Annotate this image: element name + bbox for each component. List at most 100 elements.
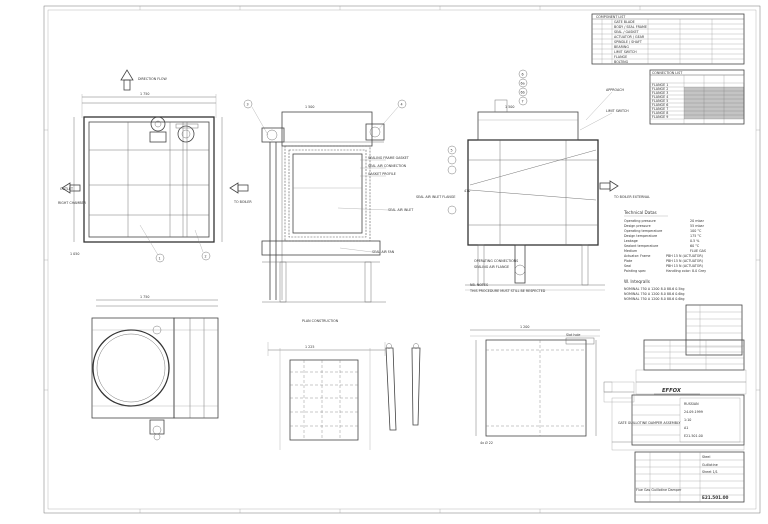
connection-list-title: CONNECTION LIST [652,71,683,75]
svg-text:6: 6 [522,73,524,77]
svg-text:SEAL AIR INLET FLANGE: SEAL AIR INLET FLANGE [416,195,455,199]
svg-text:1 200: 1 200 [520,325,529,329]
svg-text:55 mbar: 55 mbar [690,224,705,228]
svg-text:4: 4 [401,103,403,107]
callout-6a [518,78,528,88]
svg-text:PBH 15 N (ACTUATOR): PBH 15 N (ACTUATOR) [666,264,703,268]
svg-text:5: 5 [451,149,453,153]
svg-text:Operating pressure: Operating pressure [624,219,656,223]
svg-text:NOMINAL 750 A 1200 8.0 88: NOMINAL 750 A 1200 8.0 88.6 0.6kg [624,292,685,296]
svg-text:Design pressure: Design pressure [624,224,651,228]
company-logo: EFFOX [662,388,682,394]
left-chamber-label: RIGHT CHAMBER [58,201,87,205]
svg-text:NOMINAL 750 A 1200 8.0 88: NOMINAL 750 A 1200 8.0 88.6 0.5kg [624,287,685,291]
title-scale: 1:10 [684,418,691,422]
svg-text:Seal: Seal [624,264,631,268]
center-label: TO BOILER [233,200,252,204]
svg-text:SPINDLE / SHAFT: SPINDLE / SHAFT [614,40,643,44]
svg-text:Leakage: Leakage [624,239,638,243]
name-label: Guillotine [702,463,718,467]
svg-text:FLUE GAS: FLUE GAS [690,249,706,253]
svg-text:Plate: Plate [624,259,632,263]
svg-text:FLANGE 6: FLANGE 6 [652,103,668,107]
svg-text:1 750: 1 750 [140,92,149,96]
svg-text:FLANGE 1: FLANGE 1 [652,83,668,87]
border-grid-ticks [44,6,760,513]
svg-text:Slot hole: Slot hole [566,333,580,337]
svg-text:SEAL AIR INLET: SEAL AIR INLET [388,208,414,212]
svg-text:0.5 %: 0.5 % [690,239,699,243]
plan-construction-view: PLAN CONSTRUCTION [267,319,421,450]
svg-text:20 mbar: 20 mbar [690,219,705,223]
connection-list-table: CONNECTION LIST FLANGE 1 FLANGE 2 FLANGE… [649,69,745,125]
svg-text:FLANGE 4: FLANGE 4 [652,95,668,99]
drawing-title-label: GATE GUILLOTINE DAMPER ASSEMBLY [618,421,681,425]
svg-text:Actuator: Frame: Actuator: Frame [624,254,650,258]
svg-text:SEAL AIR FAN: SEAL AIR FAN [372,250,395,254]
callout-1 [155,253,165,263]
plan-view-circular [91,299,219,441]
technical-data: Technical Datas Operating pressure 20 mba… [623,210,706,301]
direction-arrow-icon [120,69,134,91]
svg-text:BEARING: BEARING [614,45,629,49]
notes-title: NB. NOTES [470,283,488,287]
svg-text:SEAL AIR CONNECTION: SEAL AIR CONNECTION [368,164,407,168]
svg-text:SEALING AIR FLANGE: SEALING AIR FLANGE [474,265,509,269]
svg-text:LIMIT SWITCH: LIMIT SWITCH [606,109,629,113]
plan-label: PLAN CONSTRUCTION [302,319,339,323]
callout-3 [243,99,253,109]
svg-text:APPROACH: APPROACH [606,88,625,92]
svg-text:FLANGE: FLANGE [614,55,627,59]
svg-text:1 500: 1 500 [305,105,314,109]
technical-data-rows: Operating pressure 20 mbar Design pressur… [624,219,706,273]
svg-text:PBH 15 N (ACTUATOR): PBH 15 N (ACTUATOR) [666,254,703,258]
svg-text:FLANGE 9: FLANGE 9 [652,115,668,119]
callout-7 [518,96,528,106]
component-list-title: COMPONENT LIST [596,15,626,19]
svg-text:100 °C: 100 °C [690,229,702,233]
svg-text:OUTLET: OUTLET [60,187,74,191]
svg-text:Design temperature: Design temperature [624,234,657,238]
svg-text:1 050: 1 050 [70,252,79,256]
svg-text:60 °C: 60 °C [690,244,700,248]
svg-text:Operating temperature: Operating temperature [624,229,662,233]
svg-text:SEALING FRAME GASKET: SEALING FRAME GASKET [368,156,410,160]
svg-text:Medium: Medium [624,249,637,253]
svg-text:4x Ø 22: 4x Ø 22 [480,440,493,445]
svg-text:1: 1 [159,257,161,261]
svg-text:Sealant temperature: Sealant temperature [624,244,658,248]
svg-text:FLANGE 2: FLANGE 2 [652,87,668,91]
technical-data-title: Technical Datas [623,210,657,215]
weights-title: W. Inteqralls [624,279,650,284]
svg-text:Handling color: 8.0 Grey: Handling color: 8.0 Grey [666,269,706,273]
svg-text:1 750: 1 750 [140,295,149,299]
title-company: RUSSIAN [684,402,699,406]
duct-circle [92,329,170,407]
section-view: 6 6a 6b 7 5 TO BOILER EXTERNAL [416,69,650,293]
svg-text:NOMINAL 750 A 1200 8.0 88: NOMINAL 750 A 1200 8.0 88.6 0.6kg [624,297,685,301]
title-format: A1 [684,426,688,430]
sheet-label: Sheet 1/1 [702,470,718,474]
revision-table: GATE GUILLOTINE DAMPER ASSEMBLY [603,381,681,425]
svg-text:3: 3 [247,103,249,107]
svg-text:OPERATING CONNECTIONS: OPERATING CONNECTIONS [474,259,518,263]
direction-label: DIRECTION FLOW [138,77,167,81]
component-list-table: COMPONENT LIST GATE BLADE BODY / SEAL FR… [591,13,745,65]
title-block: RUSSIAN 24.09.1999 1:10 A1 E21.501.00 EF… [611,388,745,503]
callout-2 [201,251,211,261]
title-doc-number: E21.501.00 [684,434,703,438]
callout-6 [518,69,528,79]
svg-text:GATE BLADE: GATE BLADE [614,20,635,24]
material-label: Steel [702,455,710,459]
svg-text:6b: 6b [521,91,525,95]
approval-block [635,304,747,395]
svg-text:BOLTING: BOLTING [614,60,629,64]
drawing-number: E21.501.00 [702,495,729,500]
right-label: TO BOILER EXTERNAL [613,195,650,199]
svg-text:2: 2 [205,255,207,259]
svg-text:PBH 15 N (ACTUATOR): PBH 15 N (ACTUATOR) [666,259,703,263]
notes-text: THIS PROCEDURE MUST STILL BE RESPECTED [469,289,546,293]
misc-dimension-labels: 1 750 1 500 1 500 1 750 1 225 1 200 OUTL… [60,92,529,349]
